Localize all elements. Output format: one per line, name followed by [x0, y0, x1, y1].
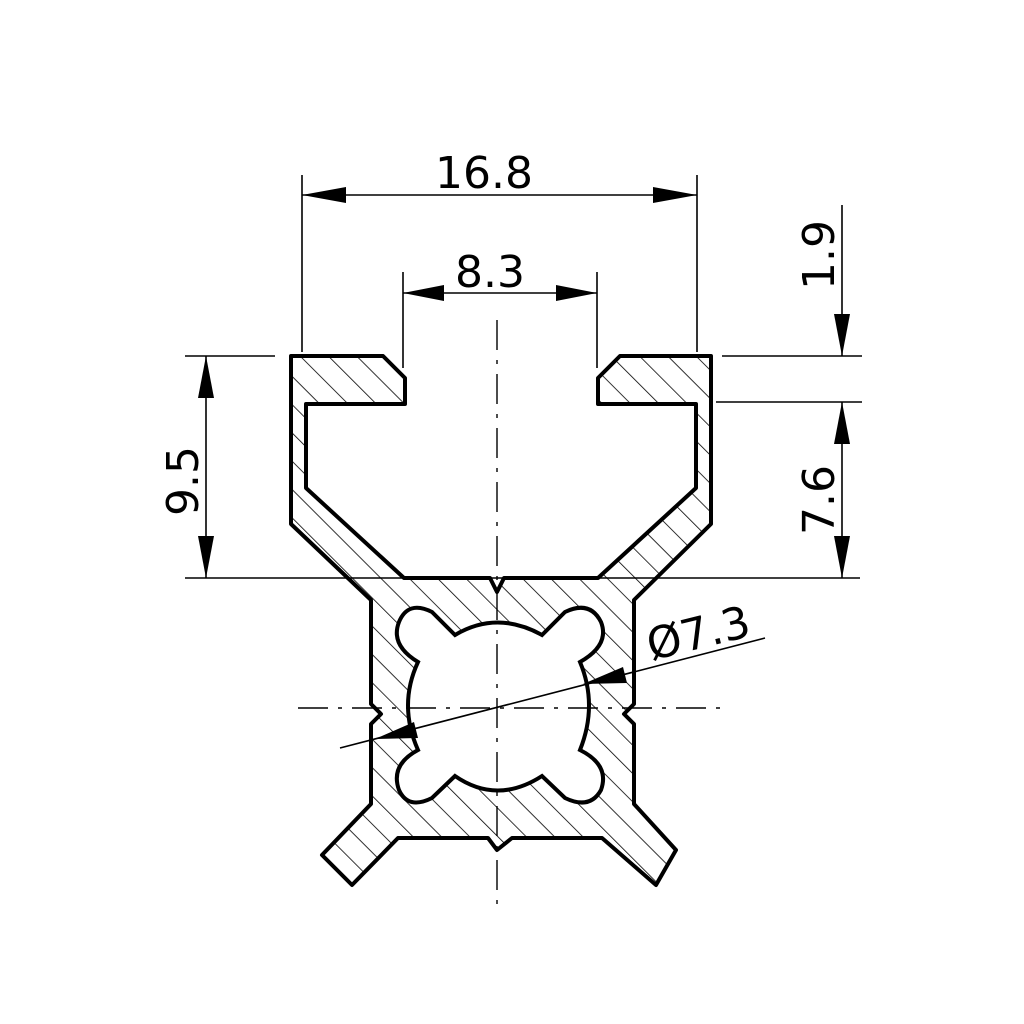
arrowhead [198, 356, 214, 398]
arrowhead [403, 285, 444, 301]
dimension-label-width: 16.8 [435, 148, 533, 199]
dimension-label-bore: Ø7.3 [642, 597, 756, 672]
arrowhead [583, 667, 627, 684]
dimension-label-height: 9.5 [158, 446, 209, 516]
dimension-label-depth: 7.6 [794, 465, 845, 535]
central-bore [394, 605, 606, 805]
dimension-label-slot: 8.3 [455, 247, 525, 298]
arrowhead [198, 536, 214, 578]
arrowhead [556, 285, 597, 301]
arrowhead [834, 536, 850, 578]
arrowhead [375, 722, 418, 739]
arrowhead [834, 314, 850, 356]
dimension-label-lip: 1.9 [794, 220, 845, 290]
arrowhead [302, 187, 346, 203]
arrowhead [653, 187, 697, 203]
